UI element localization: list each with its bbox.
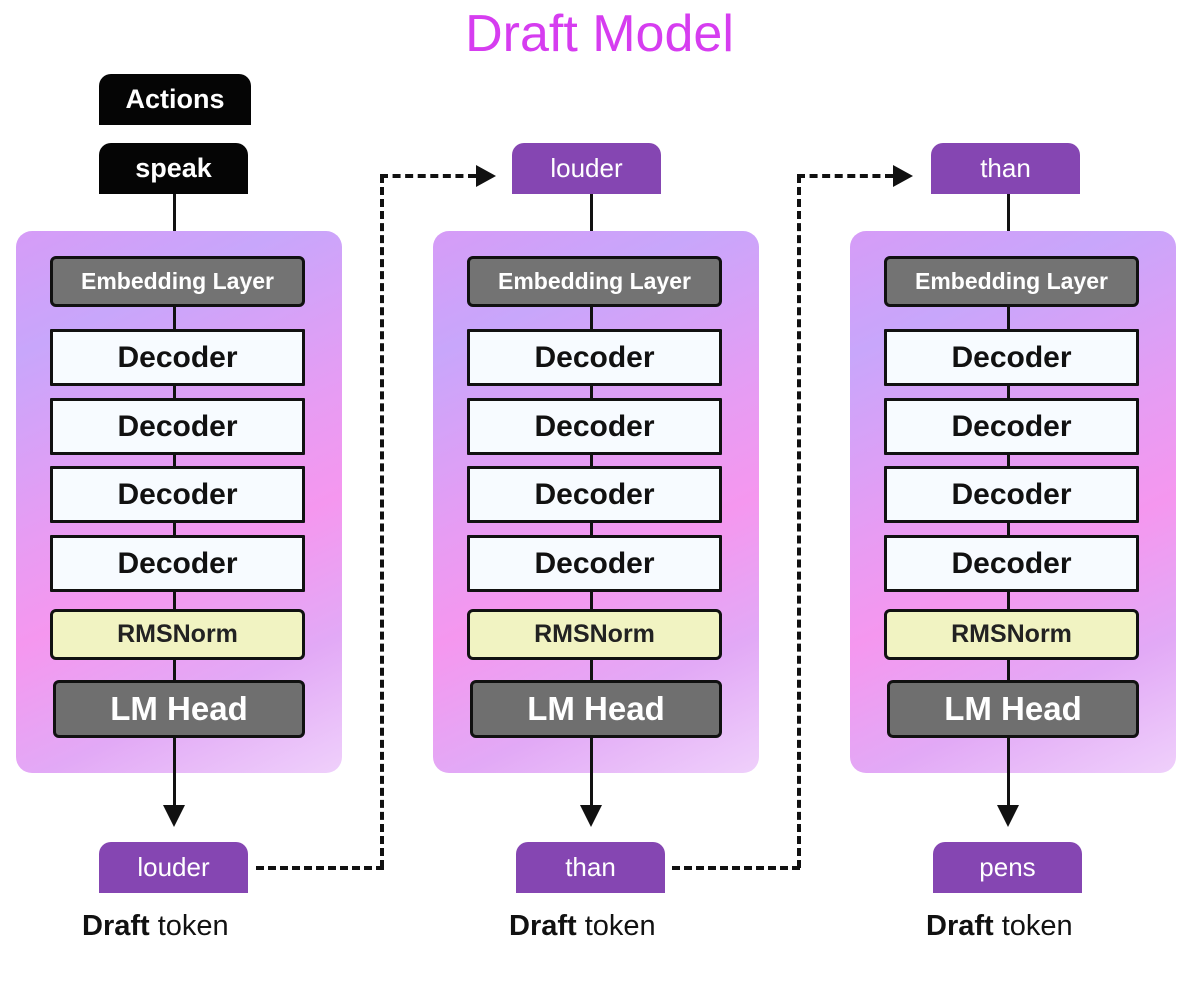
decoder-block: Decoder: [50, 329, 305, 386]
output-token: than: [516, 842, 665, 893]
output-token: pens: [933, 842, 1082, 893]
caption-rest: token: [576, 910, 656, 942]
decoder-block: Decoder: [467, 398, 722, 455]
caption-bold: Draft: [82, 910, 150, 942]
output-token: louder: [99, 842, 248, 893]
embedding-layer: Embedding Layer: [50, 256, 305, 307]
caption-bold: Draft: [509, 910, 577, 942]
diagram-title: Draft Model: [465, 5, 734, 63]
feedback-arrow-bottom-segment: [256, 866, 384, 870]
decoder-block: Decoder: [884, 329, 1139, 386]
output-arrow-shaft: [1007, 738, 1010, 806]
lm-head: LM Head: [470, 680, 722, 738]
input-token: louder: [512, 143, 661, 194]
draft-step-2: louder Embedding Layer Decoder Decoder D…: [433, 0, 773, 983]
rmsnorm-layer: RMSNorm: [467, 609, 722, 660]
decoder-block: Decoder: [884, 398, 1139, 455]
input-connector: [1007, 194, 1010, 256]
input-token: than: [931, 143, 1080, 194]
decoder-block: Decoder: [467, 466, 722, 523]
decoder-block: Decoder: [50, 466, 305, 523]
embedding-layer: Embedding Layer: [884, 256, 1139, 307]
decoder-block: Decoder: [884, 466, 1139, 523]
output-arrowhead: [163, 805, 185, 827]
embedding-layer: Embedding Layer: [467, 256, 722, 307]
feedback-arrow-bottom-segment: [672, 866, 800, 870]
draft-step-1: speak Embedding Layer Decoder Decoder De…: [16, 0, 356, 983]
input-connector: [173, 194, 176, 256]
decoder-block: Decoder: [50, 398, 305, 455]
lm-head: LM Head: [53, 680, 305, 738]
draft-step-3: than Embedding Layer Decoder Decoder Dec…: [850, 0, 1190, 983]
input-token: speak: [99, 143, 248, 194]
rmsnorm-layer: RMSNorm: [50, 609, 305, 660]
caption-bold: Draft: [926, 910, 994, 942]
draft-token-caption: Draft token: [82, 910, 229, 943]
decoder-block: Decoder: [467, 535, 722, 592]
caption-rest: token: [993, 910, 1073, 942]
output-arrowhead: [997, 805, 1019, 827]
rmsnorm-layer: RMSNorm: [884, 609, 1139, 660]
output-arrowhead: [580, 805, 602, 827]
caption-rest: token: [149, 910, 229, 942]
decoder-block: Decoder: [467, 329, 722, 386]
feedback-arrowhead: [476, 165, 496, 187]
output-arrow-shaft: [590, 738, 593, 806]
feedback-arrowhead: [893, 165, 913, 187]
decoder-block: Decoder: [50, 535, 305, 592]
feedback-arrow-top-segment: [797, 174, 893, 178]
actions-label: Actions: [99, 74, 251, 125]
draft-token-caption: Draft token: [509, 910, 656, 943]
feedback-arrow-vertical-segment: [797, 175, 801, 868]
draft-token-caption: Draft token: [926, 910, 1073, 943]
output-arrow-shaft: [173, 738, 176, 806]
feedback-arrow-top-segment: [380, 174, 476, 178]
input-connector: [590, 194, 593, 256]
lm-head: LM Head: [887, 680, 1139, 738]
decoder-block: Decoder: [884, 535, 1139, 592]
feedback-arrow-vertical-segment: [380, 175, 384, 868]
